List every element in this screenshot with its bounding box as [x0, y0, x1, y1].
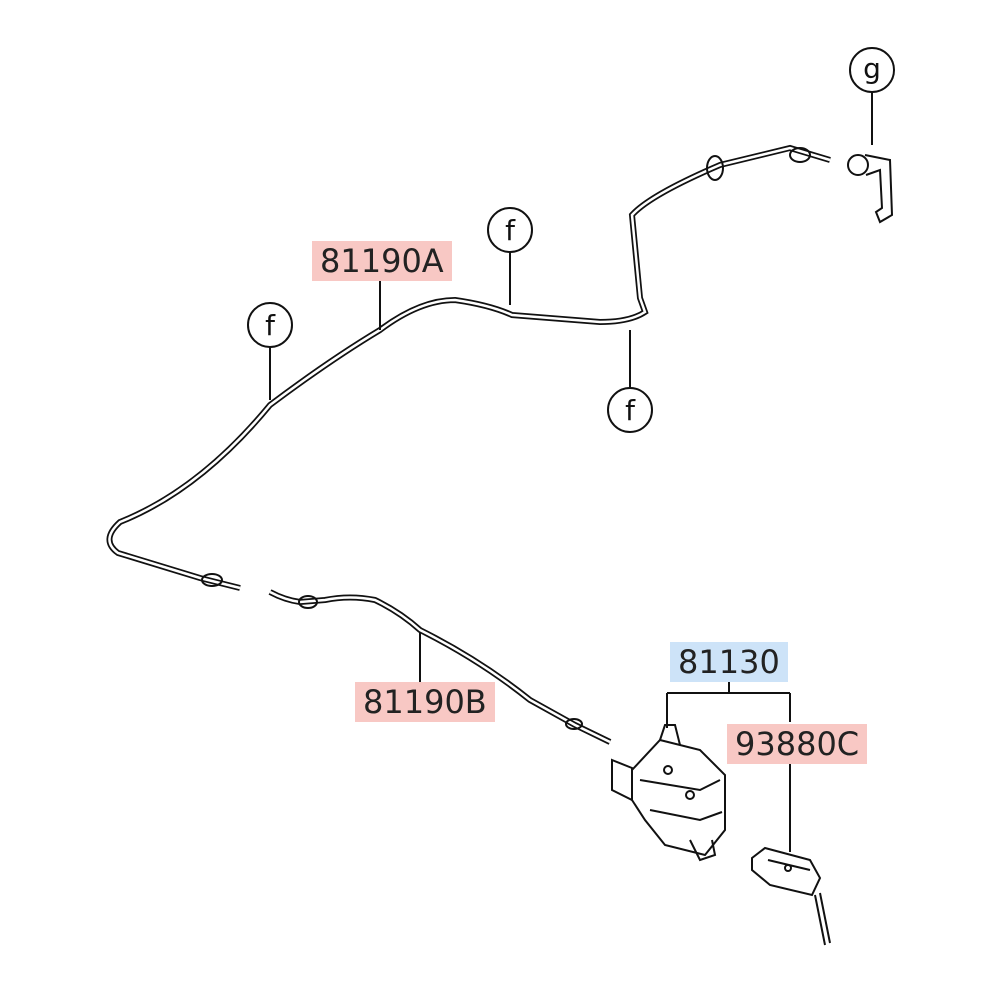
callout-f-label: f — [505, 214, 516, 247]
callout-f-label: f — [625, 394, 636, 427]
cable-81190a — [106, 144, 831, 591]
callout-f-circle — [607, 387, 653, 433]
part-label-81190a[interactable]: 81190A — [312, 241, 452, 281]
hood-switch — [751, 846, 831, 946]
callout-f-circle — [247, 302, 293, 348]
callout-f-circle — [487, 207, 533, 253]
hood-latch — [611, 724, 726, 862]
callout-g-label: g — [863, 52, 881, 85]
callout-g-circle — [849, 47, 895, 93]
part-label-81130[interactable]: 81130 — [670, 642, 788, 682]
part-label-93880c[interactable]: 93880C — [727, 724, 868, 764]
part-label-81190b[interactable]: 81190B — [355, 682, 495, 722]
callout-f-label: f — [265, 309, 276, 342]
hood-release-handle — [847, 154, 894, 224]
